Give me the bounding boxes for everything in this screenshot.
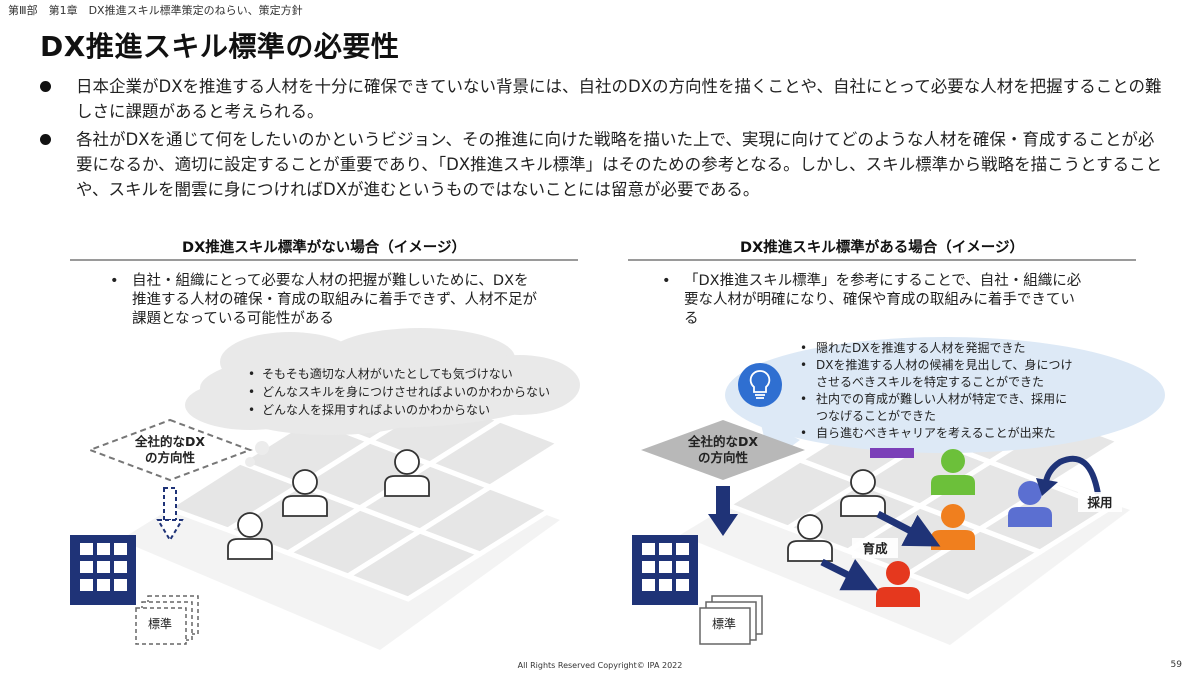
breadcrumb: 第Ⅲ部 第1章 DX推進スキル標準策定のねらい、策定方針 xyxy=(8,4,303,17)
bubble-item-text-2: DXを推進する人材の候補を見出して、身につけさせるべきスキルを特定することができ… xyxy=(816,358,1073,389)
bubble-item-4: • 自ら進むべきキャリアを考えることが出来た xyxy=(800,425,1075,442)
cloud-item-text-1: そもそも適切な人材がいたとしても気づけない xyxy=(262,367,513,381)
bubble-item-3: • 社内での育成が難しい人材が特定でき、採用につなげることができた xyxy=(800,391,1075,425)
cloud-item-text-3: どんな人を採用すればよいのかわからない xyxy=(262,403,491,417)
bubble-item-bullet: • xyxy=(800,426,808,440)
building-icon xyxy=(632,535,698,605)
right-bubble-list: • 隠れたDXを推進する人材を発掘できた • DXを推進する人材の候補を見出して、身… xyxy=(800,340,1075,442)
left-description-bullet: • xyxy=(110,273,119,289)
intro-bullet-text-2: 各社がDXを通じて何をしたいのかというビジョン、その推進に向けた戦略を描いた上で… xyxy=(76,130,1163,199)
right-direction-label-1: 全社的なDX xyxy=(687,434,758,449)
cloud-item-bullet: • xyxy=(248,403,256,417)
left-direction-label-1: 全社的なDX xyxy=(134,434,205,449)
bubble-item-bullet: • xyxy=(800,341,808,355)
hiring-arrow-icon xyxy=(1036,455,1101,496)
right-description-bullet: • xyxy=(662,273,671,289)
hiring-label: 採用 xyxy=(1087,495,1112,510)
right-direction-diamond xyxy=(641,420,805,480)
left-cloud-list: • そもそも適切な人材がいたとしても気づけない • どんなスキルを身につけさせればよ… xyxy=(248,365,558,419)
cloud-item-bullet: • xyxy=(248,367,256,381)
right-down-arrow-icon xyxy=(708,486,738,536)
person-filled-icon-purple xyxy=(870,448,914,458)
right-panel-description: • 「DX推進スキル標準」を参考にすることで、自社・組織に必要な人材が明確になり… xyxy=(662,272,1087,329)
right-description-text: 「DX推進スキル標準」を参考にすることで、自社・組織に必要な人材が明確になり、確… xyxy=(684,273,1082,327)
bubble-item-text-3: 社内での育成が難しい人材が特定でき、採用につなげることができた xyxy=(816,392,1068,423)
building-icon xyxy=(70,535,136,605)
right-direction-label-2: の方向性 xyxy=(698,450,749,465)
bubble-item-2: • DXを推進する人材の候補を見出して、身につけさせるべきスキルを特定することがで… xyxy=(800,357,1075,391)
training-arrow-icon xyxy=(876,510,941,547)
right-panel-divider xyxy=(628,259,1136,261)
left-dashed-arrow-icon xyxy=(156,487,184,542)
bubble-item-1: • 隠れたDXを推進する人材を発掘できた xyxy=(800,340,1075,357)
bubble-item-text-1: 隠れたDXを推進する人材を発掘できた xyxy=(816,341,1026,355)
left-floor-grid xyxy=(120,371,566,650)
copyright-footer: All Rights Reserved Copyright© IPA 2022 xyxy=(517,661,683,670)
bubble-item-bullet: • xyxy=(800,358,808,372)
bullet-dot-icon xyxy=(40,81,51,92)
cloud-item-text-2: どんなスキルを身につけさせればよいのかわからない xyxy=(262,385,551,399)
document-icon xyxy=(135,595,199,645)
right-standard-label: 標準 xyxy=(712,616,736,631)
left-panel-description: • 自社・組織にとって必要な人材の把握が難しいために、DXを推進する人材の確保・… xyxy=(110,272,540,329)
left-direction-label-2: の方向性 xyxy=(145,450,196,465)
document-icon xyxy=(699,595,763,645)
cloud-item-3: • どんな人を採用すればよいのかわからない xyxy=(248,401,558,419)
training-label: 育成 xyxy=(862,541,888,556)
page-number: 59 xyxy=(1170,660,1182,670)
bullet-dot-icon xyxy=(40,134,51,145)
left-direction-diamond xyxy=(87,418,253,482)
cloud-item-2: • どんなスキルを身につけさせればよいのかわからない xyxy=(248,383,558,401)
bubble-item-text-4: 自ら進むべきキャリアを考えることが出来た xyxy=(816,426,1056,440)
cloud-item-bullet: • xyxy=(248,385,256,399)
right-panel-title: DX推進スキル標準がある場合（イメージ） xyxy=(740,240,1024,256)
left-thought-cloud xyxy=(185,328,580,467)
cloud-item-1: • そもそも適切な人材がいたとしても気づけない xyxy=(248,365,558,383)
intro-bullet-1: 日本企業がDXを推進する人材を十分に確保できていない背景には、自社のDXの方向性… xyxy=(40,74,1170,124)
left-standard-label: 標準 xyxy=(148,616,172,631)
intro-bullet-text-1: 日本企業がDXを推進する人材を十分に確保できていない背景には、自社のDXの方向性… xyxy=(76,77,1162,121)
intro-bullets: 日本企業がDXを推進する人材を十分に確保できていない背景には、自社のDXの方向性… xyxy=(40,74,1170,205)
page-title: DX推進スキル標準の必要性 xyxy=(40,30,400,63)
left-description-text: 自社・組織にとって必要な人材の把握が難しいために、DXを推進する人材の確保・育成… xyxy=(132,273,537,327)
intro-bullet-2: 各社がDXを通じて何をしたいのかというビジョン、その推進に向けた戦略を描いた上で… xyxy=(40,127,1170,202)
left-panel-title: DX推進スキル標準がない場合（イメージ） xyxy=(182,240,466,256)
lightbulb-icon xyxy=(738,363,782,407)
training-arrow-icon xyxy=(820,558,879,591)
bubble-item-bullet: • xyxy=(800,392,808,406)
left-panel-divider xyxy=(70,259,578,261)
